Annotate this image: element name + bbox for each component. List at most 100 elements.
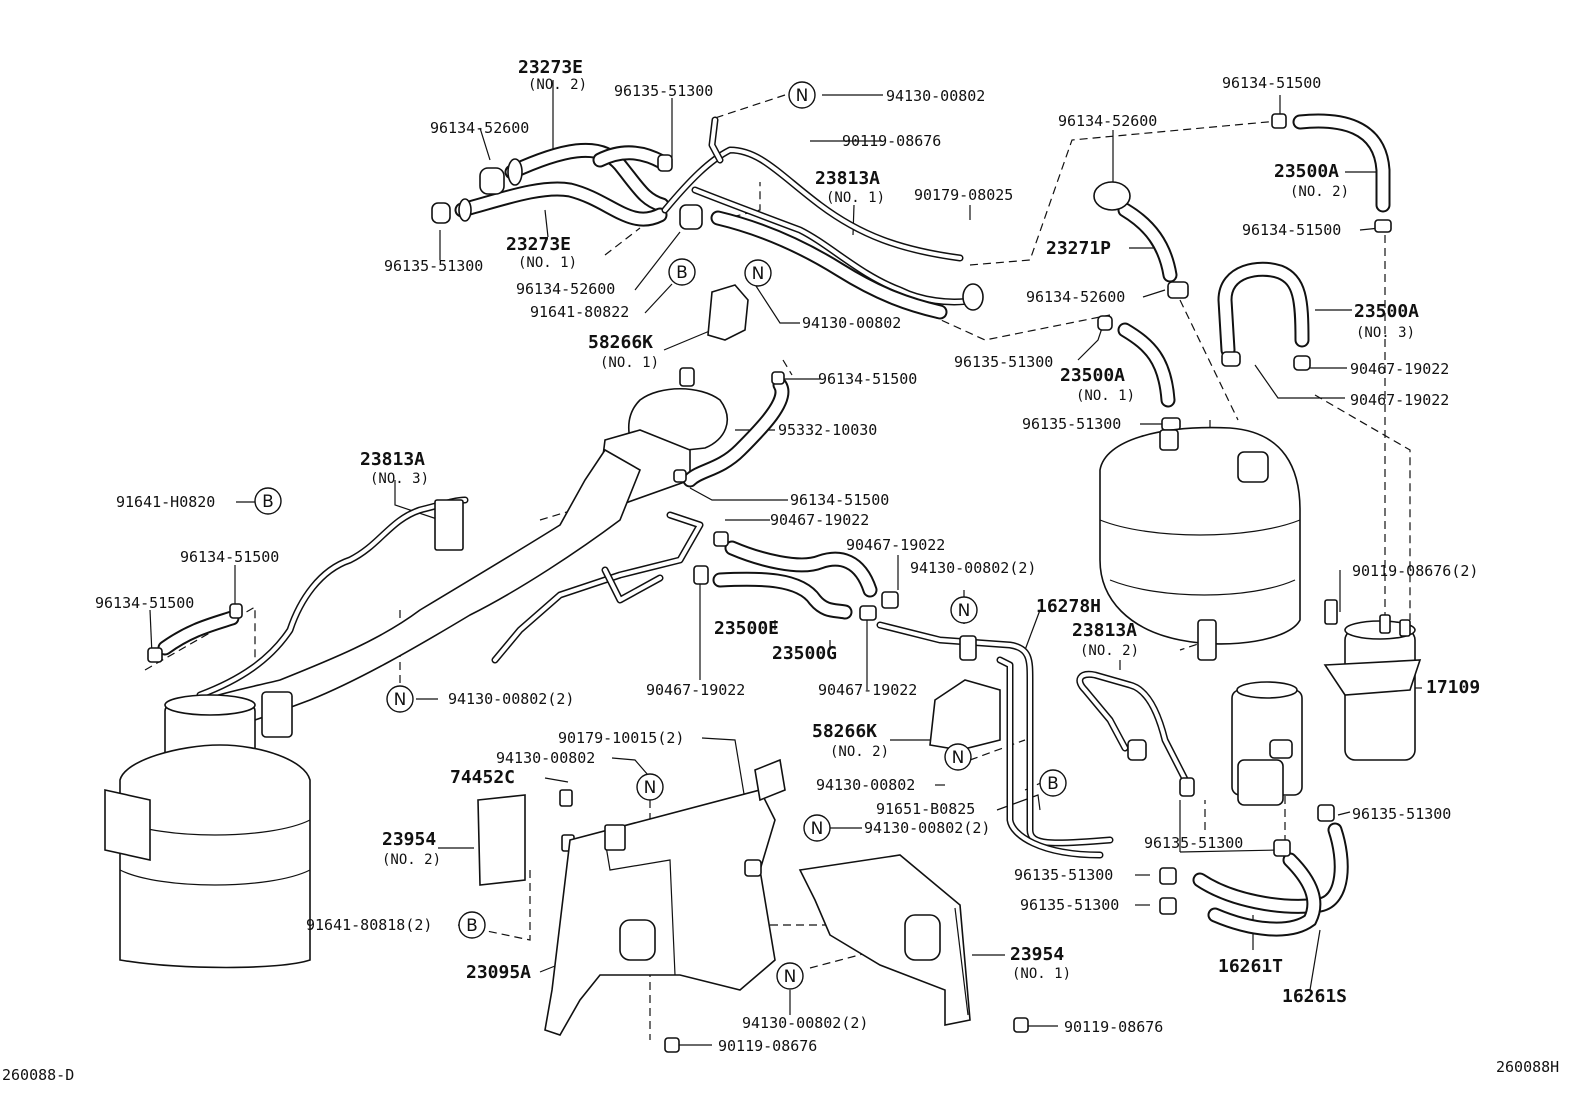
label-23813a-no2-sub: (NO. 2) bbox=[1080, 643, 1139, 659]
label-23500a-no2-sub: (NO. 2) bbox=[1290, 184, 1349, 200]
callout-n-top-mid: N bbox=[744, 259, 772, 287]
label-96135-51300-d: 96135-51300 bbox=[1022, 415, 1121, 433]
label-90119-08676-2: 90119-08676(2) bbox=[1352, 562, 1478, 580]
label-23273e-no2-sub: (NO. 2) bbox=[528, 77, 587, 93]
label-90119-08676-a: 90119-08676 bbox=[842, 132, 941, 150]
label-58266k-no1: 58266K bbox=[588, 332, 653, 353]
label-90467-19022-a: 90467-19022 bbox=[1350, 360, 1449, 378]
label-94130-00802-b: 94130-00802 bbox=[802, 314, 901, 332]
label-90467-19022-c: 90467-19022 bbox=[770, 511, 869, 529]
label-23500a-no1: 23500A bbox=[1060, 365, 1125, 386]
label-90467-19022-e: 90467-19022 bbox=[646, 681, 745, 699]
label-90119-08676-c: 90119-08676 bbox=[1064, 1018, 1163, 1036]
callout-n-mid: N bbox=[950, 596, 978, 624]
svg-text:N: N bbox=[644, 778, 657, 798]
label-90467-19022-d: 90467-19022 bbox=[846, 536, 945, 554]
label-23954-no1: 23954 bbox=[1010, 944, 1064, 965]
label-23813a-no1: 23813A bbox=[815, 168, 880, 189]
label-94130-00802-2-b: 94130-00802(2) bbox=[448, 690, 574, 708]
label-96135-51300-b: 96135-51300 bbox=[384, 257, 483, 275]
label-58266k-no1-sub: (NO. 1) bbox=[600, 355, 659, 371]
label-23273e-no1-sub: (NO. 1) bbox=[518, 255, 577, 271]
callout-n-bracket: N bbox=[636, 773, 664, 801]
footer-right-code: 260088H bbox=[1496, 1058, 1559, 1076]
label-23273e-no2: 23273E bbox=[518, 57, 583, 78]
label-94130-00802-a: 94130-00802 bbox=[886, 87, 985, 105]
label-96134-51500-f: 96134-51500 bbox=[95, 594, 194, 612]
svg-text:N: N bbox=[752, 264, 765, 284]
label-96135-51300-g: 96135-51300 bbox=[1014, 866, 1113, 884]
label-91641-h0820: 91641-H0820 bbox=[116, 493, 215, 511]
label-23500g: 23500G bbox=[772, 643, 837, 664]
label-96135-51300-a: 96135-51300 bbox=[614, 82, 713, 100]
label-17109: 17109 bbox=[1426, 677, 1480, 698]
label-96135-51300-f: 96135-51300 bbox=[1144, 834, 1243, 852]
callout-b-lower-mid: B bbox=[1039, 769, 1067, 797]
svg-text:B: B bbox=[1047, 774, 1059, 794]
svg-text:B: B bbox=[262, 492, 274, 512]
label-23954-no2: 23954 bbox=[382, 829, 436, 850]
label-16261t: 16261T bbox=[1218, 956, 1283, 977]
label-96134-52600-c: 96134-52600 bbox=[1058, 112, 1157, 130]
callout-n-lower-mid: N bbox=[944, 743, 972, 771]
label-90179-08025: 90179-08025 bbox=[914, 186, 1013, 204]
svg-text:N: N bbox=[958, 601, 971, 621]
callout-n-lower: N bbox=[803, 814, 831, 842]
footer-left-code: 260088-D bbox=[2, 1066, 74, 1084]
svg-text:B: B bbox=[466, 916, 478, 936]
label-58266k-no2: 58266K bbox=[812, 721, 877, 742]
svg-text:N: N bbox=[394, 690, 407, 710]
label-94130-00802-2-d: 94130-00802(2) bbox=[742, 1014, 868, 1032]
part-labels: 23273E (NO. 2) 96135-51300 94130-00802 9… bbox=[2, 57, 1559, 1084]
label-16278h: 16278H bbox=[1036, 596, 1101, 617]
label-91651-b0825: 91651-B0825 bbox=[876, 800, 975, 818]
label-23500a-no2: 23500A bbox=[1274, 161, 1339, 182]
label-91641-80818-2: 91641-80818(2) bbox=[306, 916, 432, 934]
label-23954-no1-sub: (NO. 1) bbox=[1012, 966, 1071, 982]
label-90467-19022-f: 90467-19022 bbox=[818, 681, 917, 699]
label-23813a-no3-sub: (NO. 3) bbox=[370, 471, 429, 487]
label-96134-51500-c: 96134-51500 bbox=[818, 370, 917, 388]
label-23813a-no1-sub: (NO. 1) bbox=[826, 190, 885, 206]
label-94130-00802-2-a: 94130-00802(2) bbox=[910, 559, 1036, 577]
callout-n-bottom: N bbox=[776, 962, 804, 990]
svg-text:N: N bbox=[952, 748, 965, 768]
label-96135-51300-h: 96135-51300 bbox=[1020, 896, 1119, 914]
label-74452c: 74452C bbox=[450, 767, 515, 788]
label-16261s: 16261S bbox=[1282, 986, 1347, 1007]
label-23813a-no3: 23813A bbox=[360, 449, 425, 470]
callout-n-left: N bbox=[386, 685, 414, 713]
label-94130-00802-c: 94130-00802 bbox=[496, 749, 595, 767]
label-58266k-no2-sub: (NO. 2) bbox=[830, 744, 889, 760]
svg-text:N: N bbox=[811, 819, 824, 839]
label-90467-19022-b: 90467-19022 bbox=[1350, 391, 1449, 409]
hoses-and-pipes bbox=[104, 113, 1422, 1053]
callout-b-left: B bbox=[254, 487, 282, 515]
callout-b-lower: B bbox=[458, 911, 486, 939]
label-90119-08676-d: 90119-08676 bbox=[718, 1037, 817, 1055]
label-96134-51500-a: 96134-51500 bbox=[1222, 74, 1321, 92]
svg-text:N: N bbox=[784, 967, 797, 987]
label-96134-51500-b: 96134-51500 bbox=[1242, 221, 1341, 239]
label-23954-no2-sub: (NO. 2) bbox=[382, 852, 441, 868]
label-23273e-no1: 23273E bbox=[506, 234, 571, 255]
label-96134-52600-b: 96134-52600 bbox=[516, 280, 615, 298]
label-91641-80822: 91641-80822 bbox=[530, 303, 629, 321]
label-96134-51500-e: 96134-51500 bbox=[180, 548, 279, 566]
label-96135-51300-e: 96135-51300 bbox=[1352, 805, 1451, 823]
label-94130-00802-2-c: 94130-00802(2) bbox=[864, 819, 990, 837]
label-23500a-no3-sub: (NO. 3) bbox=[1356, 325, 1415, 341]
label-96135-51300-c: 96135-51300 bbox=[954, 353, 1053, 371]
label-90179-10015-2: 90179-10015(2) bbox=[558, 729, 684, 747]
callout-n-top: N bbox=[788, 81, 816, 109]
label-23813a-no2: 23813A bbox=[1072, 620, 1137, 641]
label-23095a: 23095A bbox=[466, 962, 531, 983]
callout-markers: N B N B N N N B N N B N bbox=[254, 81, 1067, 990]
label-94130-00802-d: 94130-00802 bbox=[816, 776, 915, 794]
label-23500a-no1-sub: (NO. 1) bbox=[1076, 388, 1135, 404]
svg-text:B: B bbox=[676, 263, 688, 283]
label-23271p: 23271P bbox=[1046, 238, 1111, 259]
label-96134-52600-d: 96134-52600 bbox=[1026, 288, 1125, 306]
